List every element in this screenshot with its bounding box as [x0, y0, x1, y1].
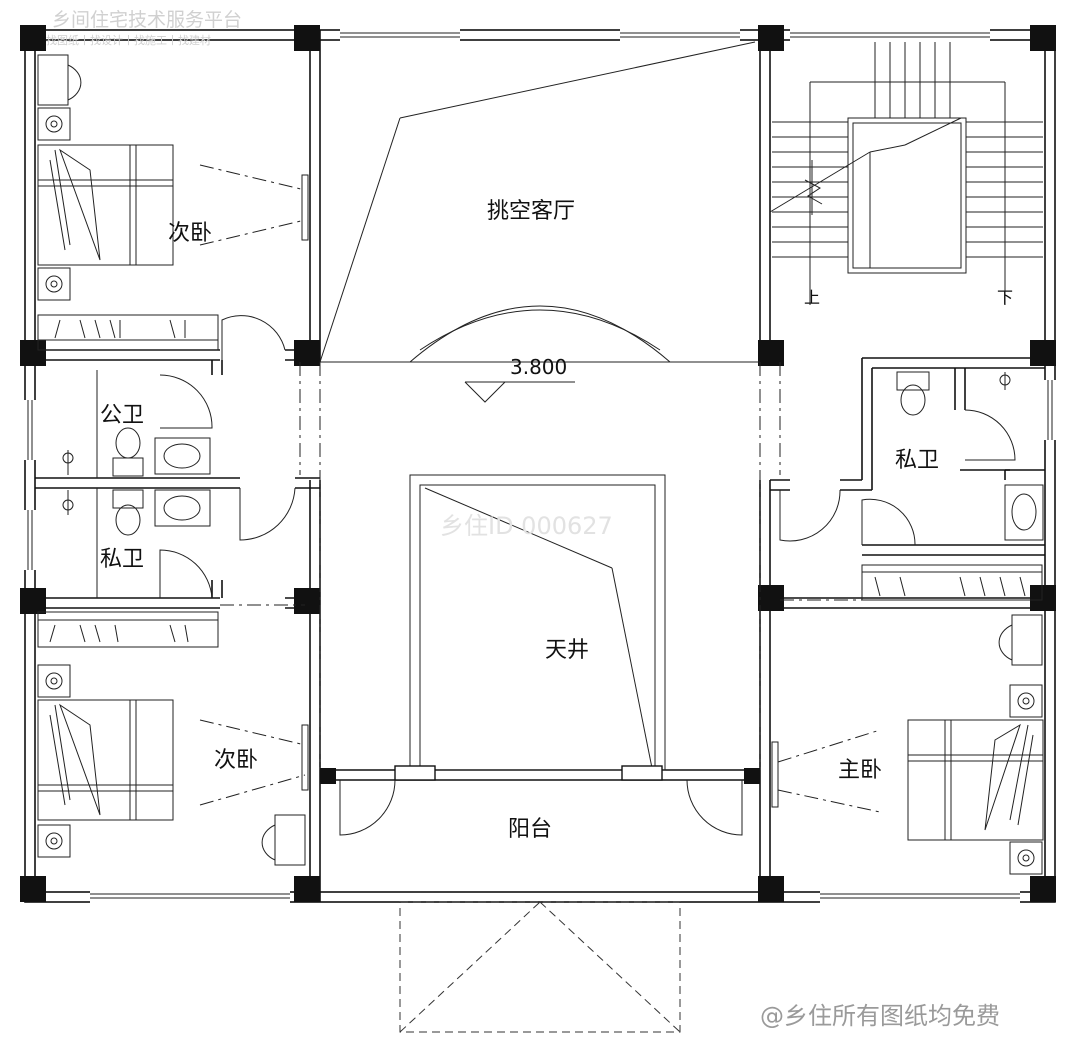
door-top-left-bedroom [199, 164, 309, 360]
stair-label-down: 下 [997, 288, 1013, 307]
watermark-credit: @乡住所有图纸均免费 [760, 1002, 1000, 1030]
balcony-doors [320, 768, 760, 836]
room-label-master-bed: 主卧 [838, 758, 882, 783]
atrium-frame [394, 474, 666, 781]
watermark-drawing-id: 乡住ID 000627 [440, 512, 613, 540]
room-label-balcony: 阳台 [508, 817, 552, 842]
structural-columns [20, 25, 1056, 902]
private-bath-right-fixtures [779, 371, 1044, 546]
elevation-value: 3.800 [510, 355, 567, 379]
watermark-services: 找图纸丨找设计丨找施工丨找建材 [46, 33, 211, 47]
living-void-lines [319, 41, 761, 770]
door-bottom-left-bedroom [199, 719, 309, 806]
elevation-marker: 3.800 [464, 355, 575, 403]
room-label-bed-top-left: 次卧 [168, 221, 212, 246]
wardrobe-top-left [37, 314, 219, 351]
entrance-canopy [399, 901, 681, 1033]
room-label-private-bath-left: 私卫 [100, 547, 144, 572]
room-labels: 挑空客厅 次卧 公卫 私卫 次卧 天井 阳台 私卫 主卧 上 下 [100, 199, 1013, 842]
public-bath-fixtures [62, 370, 213, 478]
staircase [769, 42, 1043, 305]
private-bath-left-fixtures [62, 487, 296, 599]
wardrobe-master [861, 564, 1043, 601]
room-label-living: 挑空客厅 [487, 199, 575, 224]
bed-bottom-left [37, 664, 306, 866]
bed-top-left [37, 54, 174, 301]
room-label-public-bath: 公卫 [100, 403, 144, 428]
watermark-platform: 乡间住宅技术服务平台 [52, 9, 242, 31]
bed-master [907, 614, 1044, 875]
room-label-bed-bottom-left: 次卧 [214, 748, 258, 773]
watermarks: 乡间住宅技术服务平台 找图纸丨找设计丨找施工丨找建材 乡住ID 000627 @… [46, 9, 1000, 1030]
stair-label-up: 上 [804, 288, 820, 307]
windows [22, 27, 1058, 904]
wardrobe-bottom-left [37, 611, 219, 648]
door-master-bedroom [771, 729, 881, 813]
hallway-guides [220, 362, 862, 606]
room-label-atrium: 天井 [545, 638, 589, 663]
room-label-private-bath-right: 私卫 [895, 448, 939, 473]
